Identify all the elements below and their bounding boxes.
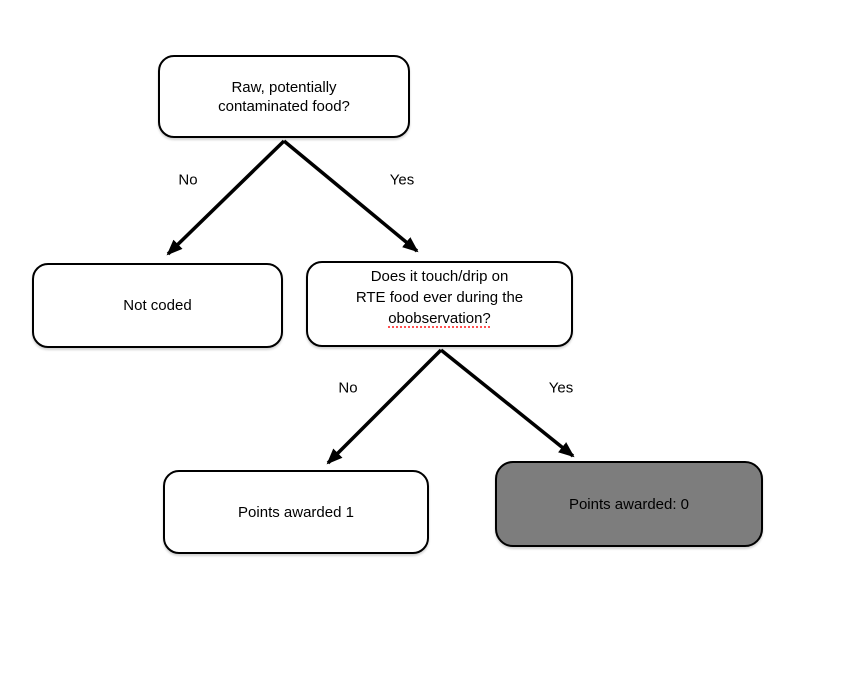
- node-points-awarded-0: Points awarded: 0: [495, 461, 763, 547]
- node-not-coded: Not coded: [32, 263, 283, 348]
- node-text-line-spellchecked: obobservation?: [388, 310, 491, 327]
- node-text-line: RTE food ever during the: [355, 289, 524, 306]
- edge-label-root-no: No: [178, 171, 198, 189]
- edge-label-touch-yes: Yes: [548, 379, 574, 397]
- node-text-line: Points awarded: 0: [568, 495, 690, 513]
- edge-label-root-yes: Yes: [389, 171, 415, 189]
- node-points-awarded-1: Points awarded 1: [163, 470, 429, 554]
- edge-touch-yes-arrow: [439, 348, 575, 458]
- edge-touch-no-arrow: [326, 348, 443, 465]
- node-text-line: Does it touch/drip on: [370, 268, 509, 285]
- edge-label-touch-no: No: [338, 379, 358, 397]
- node-raw-contaminated-food: Raw, potentially contaminated food?: [158, 55, 410, 138]
- node-text-line: contaminated food?: [218, 97, 350, 115]
- edge-root-yes-arrow: [282, 139, 419, 253]
- node-touch-drip-rte: Does it touch/drip on RTE food ever duri…: [306, 261, 573, 347]
- node-text-line: Raw, potentially: [231, 78, 337, 96]
- node-text-line: Not coded: [123, 297, 192, 314]
- node-text-line: Points awarded 1: [238, 503, 354, 521]
- edge-root-no-arrow: [166, 139, 286, 256]
